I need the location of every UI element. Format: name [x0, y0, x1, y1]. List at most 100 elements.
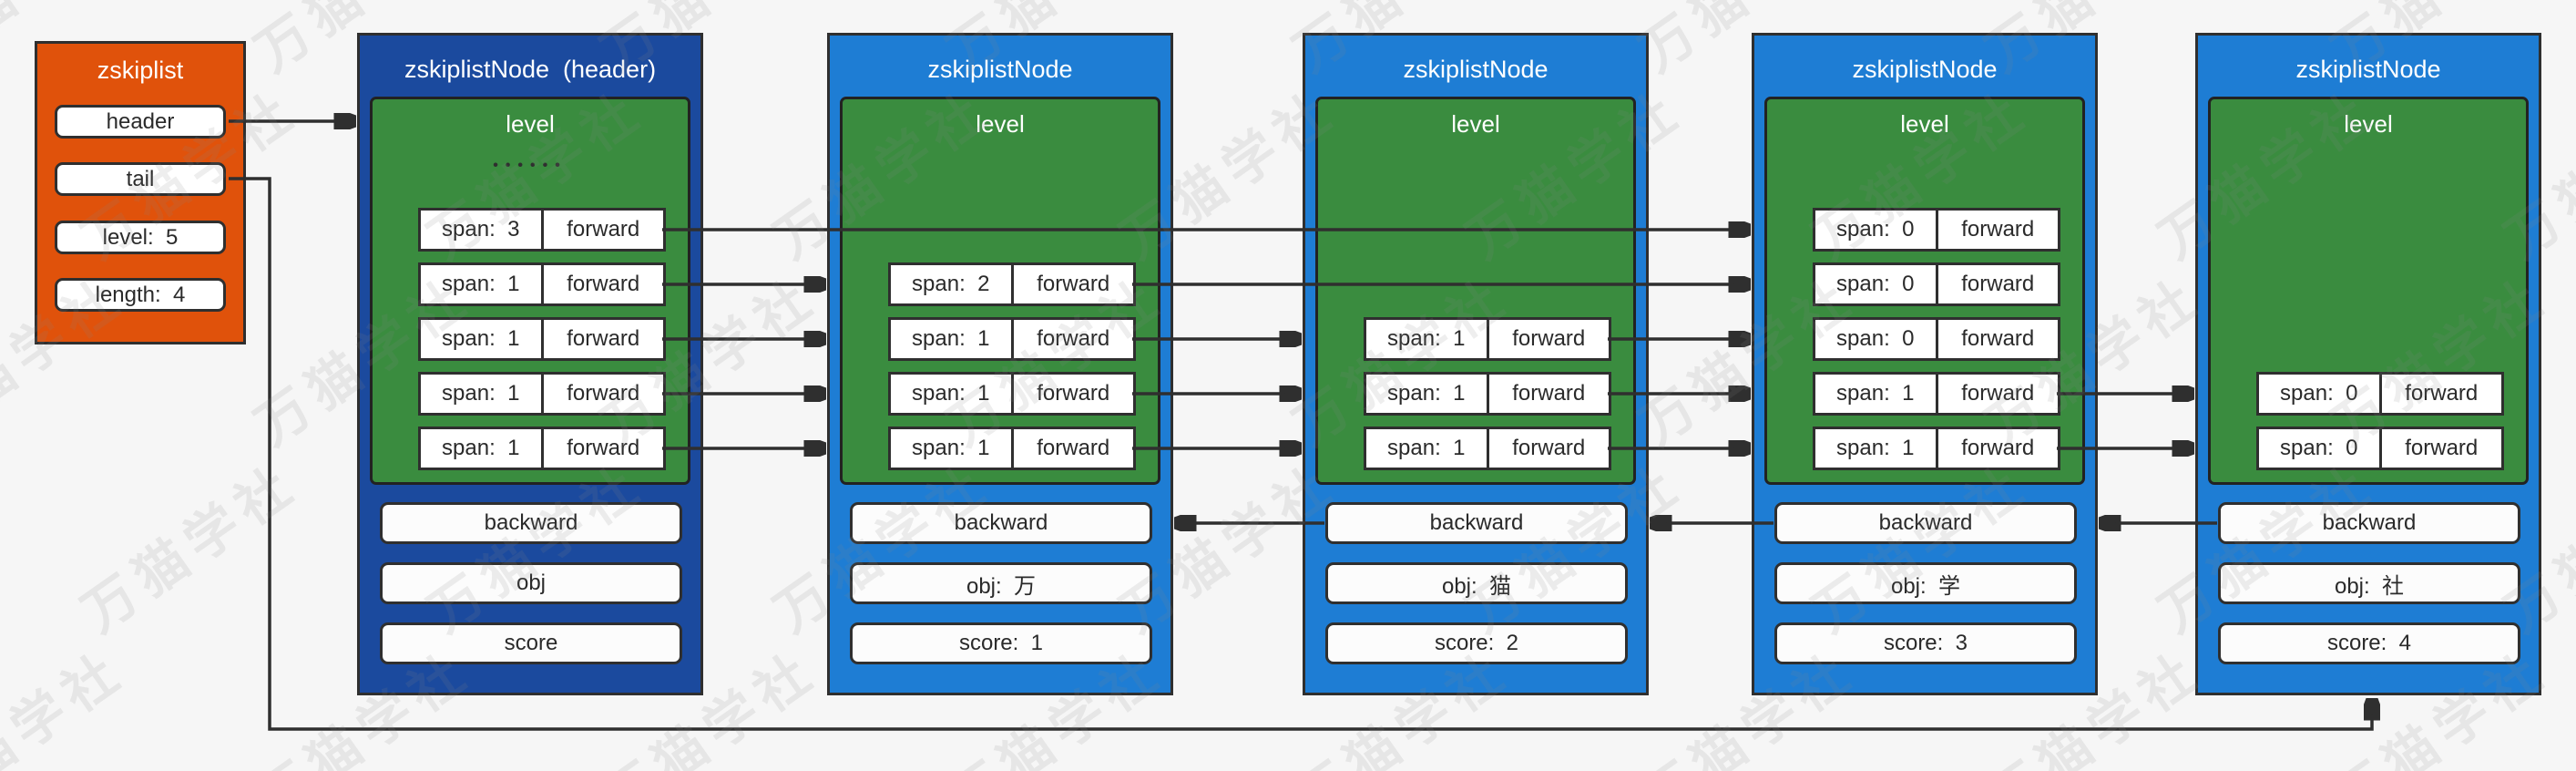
level-box: level span: 0 forward span: 0 forward [2208, 97, 2529, 485]
score-box: score [380, 622, 682, 664]
forward-cell: forward [1486, 375, 1610, 413]
span-cell: span: 0 [1836, 217, 1915, 242]
backward-box: backward [850, 502, 1152, 544]
level-row: span: 1 forward [888, 427, 1136, 470]
forward-cell: forward [540, 320, 664, 358]
watermark-text: 万猫学社 [72, 452, 310, 644]
forward-cell: forward [1935, 375, 2059, 413]
level-row: span: 1 forward [418, 427, 666, 470]
zskiplistnode-2: zskiplistNode level span: 1 forward span… [1303, 33, 1649, 695]
span-cell: span: 1 [442, 436, 520, 460]
zskiplist-field-level: level: 5 [55, 221, 226, 254]
obj-box: obj: 猫 [1325, 562, 1628, 604]
level-row: span: 1 forward [1364, 427, 1611, 470]
span-cell: span: 0 [1836, 272, 1915, 296]
level-row: span: 2 forward [888, 262, 1136, 306]
level-row: span: 1 forward [418, 262, 666, 306]
forward-cell: forward [1935, 265, 2059, 303]
zskiplistnode-3: zskiplistNode level span: 0 forward span… [1752, 33, 2098, 695]
span-cell: span: 1 [1836, 381, 1915, 406]
backward-box: backward [1325, 502, 1628, 544]
level-row: span: 1 forward [888, 317, 1136, 361]
backward-box: backward [1774, 502, 2077, 544]
level-row: span: 3 forward [418, 208, 666, 252]
forward-cell: forward [1935, 429, 2059, 468]
span-cell: span: 1 [1387, 326, 1466, 351]
level-label: level [1900, 110, 1949, 138]
span-cell: span: 0 [2280, 436, 2358, 460]
forward-cell: forward [1935, 211, 2059, 249]
forward-cell: forward [540, 265, 664, 303]
level-row: span: 1 forward [888, 372, 1136, 416]
forward-cell: forward [1010, 429, 1134, 468]
forward-cell: forward [540, 429, 664, 468]
level-row: span: 0 forward [1813, 317, 2060, 361]
span-cell: span: 1 [1387, 381, 1466, 406]
score-box: score: 3 [1774, 622, 2077, 664]
score-box: score: 4 [2218, 622, 2520, 664]
zskiplist-struct: zskiplist header tail level: 5 length: 4 [35, 41, 246, 344]
watermark-text: 万猫学社 [0, 639, 137, 771]
zskiplistnode-header: zskiplistNode (header) level •••••• span… [357, 33, 703, 695]
span-cell: span: 1 [1387, 436, 1466, 460]
span-cell: span: 1 [442, 272, 520, 296]
forward-cell: forward [540, 211, 664, 249]
zskiplistnode-4: zskiplistNode level span: 0 forward span… [2195, 33, 2541, 695]
node-title: zskiplistNode [1403, 56, 1549, 83]
level-row: span: 0 forward [2256, 372, 2504, 416]
span-cell: span: 1 [1836, 436, 1915, 460]
forward-cell: forward [1010, 375, 1134, 413]
span-cell: span: 0 [2280, 381, 2358, 406]
span-cell: span: 1 [912, 326, 990, 351]
level-row: span: 0 forward [2256, 427, 2504, 470]
level-row: span: 1 forward [418, 372, 666, 416]
forward-cell: forward [1486, 429, 1610, 468]
score-box: score: 1 [850, 622, 1152, 664]
obj-box: obj: 社 [2218, 562, 2520, 604]
forward-cell: forward [1935, 320, 2059, 358]
node-title: zskiplistNode [2295, 56, 2441, 83]
obj-box: obj: 学 [1774, 562, 2077, 604]
span-cell: span: 2 [912, 272, 990, 296]
level-row: span: 1 forward [1364, 317, 1611, 361]
level-box: level span: 2 forward span: 1 forward sp… [840, 97, 1160, 485]
node-title: zskiplistNode [927, 56, 1073, 83]
score-box: score: 2 [1325, 622, 1628, 664]
level-row: span: 1 forward [1813, 372, 2060, 416]
zskiplistnode-1: zskiplistNode level span: 2 forward span… [827, 33, 1173, 695]
obj-box: obj: 万 [850, 562, 1152, 604]
span-cell: span: 1 [912, 381, 990, 406]
zskiplist-field-length: length: 4 [55, 278, 226, 312]
level-row: span: 0 forward [1813, 208, 2060, 252]
level-label: level [2344, 110, 2393, 138]
level-box: level span: 1 forward span: 1 forward sp… [1315, 97, 1636, 485]
level-label: level [976, 110, 1025, 138]
node-title: zskiplistNode (header) [404, 56, 657, 83]
span-cell: span: 1 [912, 436, 990, 460]
span-cell: span: 1 [442, 381, 520, 406]
forward-cell: forward [540, 375, 664, 413]
zskiplist-field-tail: tail [55, 162, 226, 196]
span-cell: span: 1 [442, 326, 520, 351]
level-row: span: 1 forward [1364, 372, 1611, 416]
level-row: span: 1 forward [418, 317, 666, 361]
backward-box: backward [2218, 502, 2520, 544]
zskiplist-field-header: header [55, 105, 226, 139]
forward-cell: forward [1010, 265, 1134, 303]
span-cell: span: 3 [442, 217, 520, 242]
backward-box: backward [380, 502, 682, 544]
level-row: span: 0 forward [1813, 262, 2060, 306]
level-box: level span: 0 forward span: 0 forward sp… [1764, 97, 2085, 485]
level-label: level [506, 110, 555, 138]
forward-cell: forward [2378, 429, 2502, 468]
ellipsis-dots: •••••• [493, 158, 567, 173]
forward-cell: forward [1010, 320, 1134, 358]
forward-cell: forward [1486, 320, 1610, 358]
level-label: level [1451, 110, 1500, 138]
obj-box: obj [380, 562, 682, 604]
forward-cell: forward [2378, 375, 2502, 413]
zskiplist-title: zskiplist [97, 57, 184, 84]
level-box: level •••••• span: 3 forward span: 1 for… [370, 97, 690, 485]
node-title: zskiplistNode [1852, 56, 1998, 83]
